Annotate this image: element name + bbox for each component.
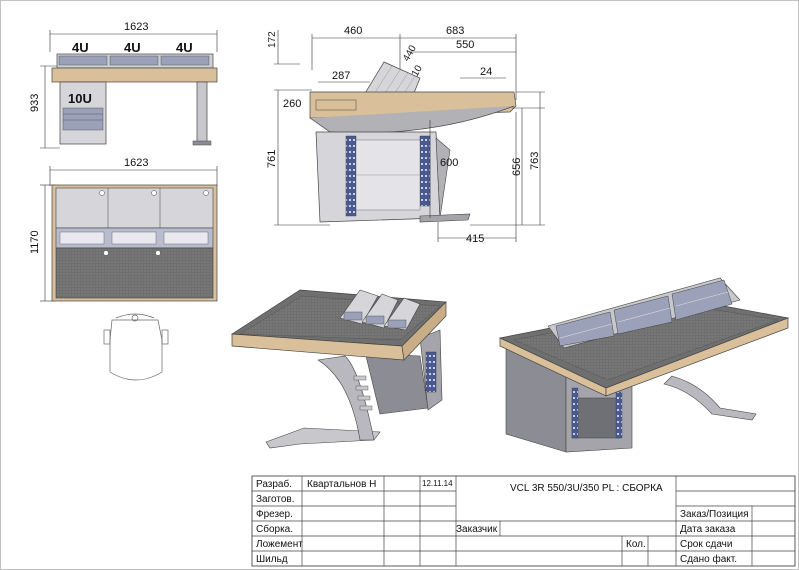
developer-date: 12.11.14: [422, 479, 453, 488]
dim-460: 460: [344, 25, 362, 37]
iso-view-right: [498, 277, 790, 453]
chair-sketch: [103, 313, 169, 381]
dim-761: 761: [266, 150, 278, 168]
front-view: 1623 933 4U 4U 4U 10U: [29, 21, 218, 149]
top-width-dim: 1623: [124, 157, 148, 169]
dim-763: 763: [529, 152, 541, 170]
drawing-title: VCL 3R 550/3U/350 PL : СБОРКА: [510, 483, 663, 494]
customer-label: Заказчик: [456, 524, 498, 535]
front-height-dim: 933: [29, 94, 41, 112]
top-depth-dim: 1170: [29, 230, 41, 254]
dim-24: 24: [480, 66, 492, 78]
dim-172: 172: [267, 31, 278, 48]
row-label-frezer: Фрезер.: [256, 509, 293, 520]
row-label-shild: Шильд: [256, 554, 288, 565]
iso-view-left: [230, 289, 447, 449]
dim-440: 440: [401, 43, 419, 63]
row-label-sborka: Сборка.: [256, 523, 293, 535]
deadline-label: Срок сдачи: [680, 539, 732, 550]
developer-name: Квартальнов Н: [307, 479, 376, 490]
dim-415: 415: [466, 233, 484, 245]
top-view: 1623 1170: [29, 157, 218, 302]
dim-550: 550: [456, 39, 474, 51]
row-label-lozhement: Ложемент: [256, 539, 303, 550]
title-block: Разраб. Заготов. Фрезер. Сборка. Ложемен…: [251, 475, 796, 567]
delivered-label: Сдано факт.: [680, 553, 737, 565]
dim-260: 260: [283, 98, 301, 110]
dim-600: 600: [440, 157, 458, 169]
order-position-label: Заказ/Позиция: [680, 509, 749, 520]
dim-683: 683: [446, 25, 464, 37]
dim-287: 287: [332, 70, 350, 82]
module-label-1: 4U: [72, 40, 89, 55]
module-label-3: 4U: [176, 40, 193, 55]
module-label-2: 4U: [124, 40, 141, 55]
row-label-zagotov: Заготов.: [256, 494, 295, 505]
dim-656: 656: [511, 158, 523, 176]
pedestal-label: 10U: [68, 91, 92, 106]
order-date-label: Дата заказа: [680, 524, 736, 535]
qty-label: Кол.: [626, 539, 646, 550]
side-view: 460 683 172 440 550 310 287 24 260 761: [266, 25, 545, 245]
front-width-dim: 1623: [124, 21, 148, 33]
row-label-razrab: Разраб.: [256, 478, 292, 490]
